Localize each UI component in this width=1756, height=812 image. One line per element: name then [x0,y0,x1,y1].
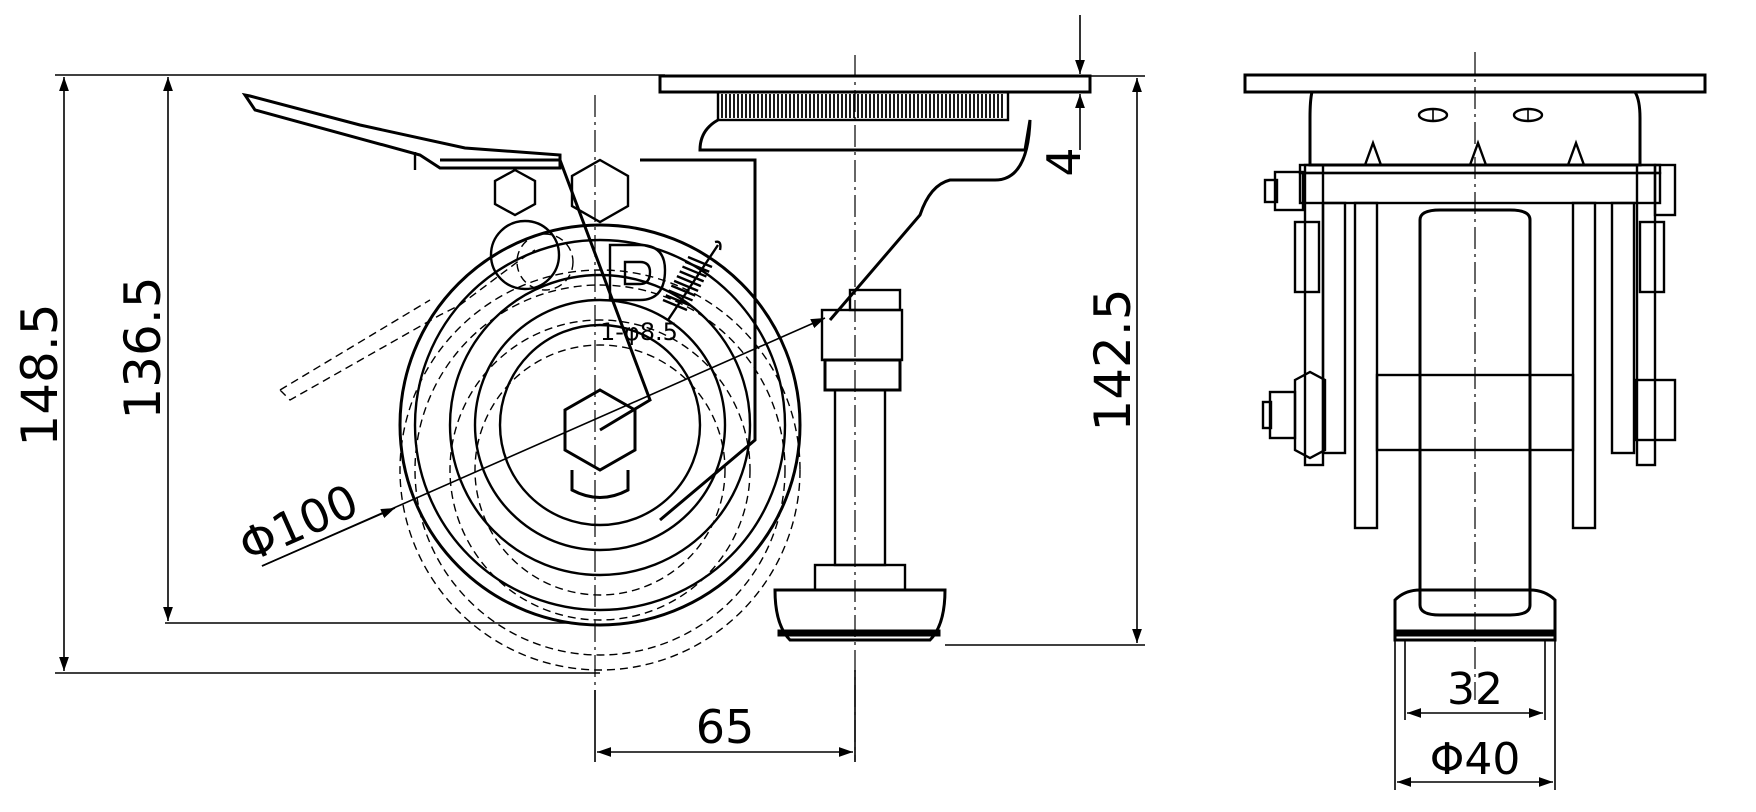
top-plate [658,74,1092,94]
svg-text:Φ40: Φ40 [1430,734,1521,785]
svg-text:136.5: 136.5 [114,276,172,419]
dim-wheel-width: Φ40 [1394,640,1556,790]
fork-leg-left [1353,201,1379,530]
leveling-foot [773,288,947,642]
axle-hex-nut [563,388,637,472]
dim-tread-width: 32 [1404,640,1546,720]
svg-text:148.5: 148.5 [11,303,69,446]
brake-pedal [241,92,562,170]
brake-pedal-alt [279,249,536,401]
front-wheel [1418,208,1532,617]
front-leveling-foot [1393,588,1557,642]
swivel-housing [698,118,1032,321]
brand-logo [608,243,667,302]
dim-offset: 65 [594,670,856,762]
brake-knob [489,219,561,291]
dim-overall-height: 148.5 [11,74,665,674]
svg-text:4: 4 [1037,147,1091,176]
swivel-ring [716,90,1010,122]
dim-wheel-center-height: 136.5 [114,77,570,624]
svg-text:32: 32 [1447,664,1503,715]
svg-text:142.5: 142.5 [1084,288,1142,431]
front-view: 32 Φ40 [1243,52,1707,790]
svg-text:Φ100: Φ100 [231,473,366,573]
svg-text:65: 65 [696,700,755,754]
dim-leveler-height: 142.5 [945,75,1145,646]
wheel [398,223,802,671]
fork-leg-right [1571,201,1597,530]
dim-plate-thickness: 4 [1037,15,1091,177]
hex-bolt-upper [570,158,630,224]
side-view: 1-φ8.5 [11,15,1145,762]
hex-bolt-upper-left [493,168,537,217]
